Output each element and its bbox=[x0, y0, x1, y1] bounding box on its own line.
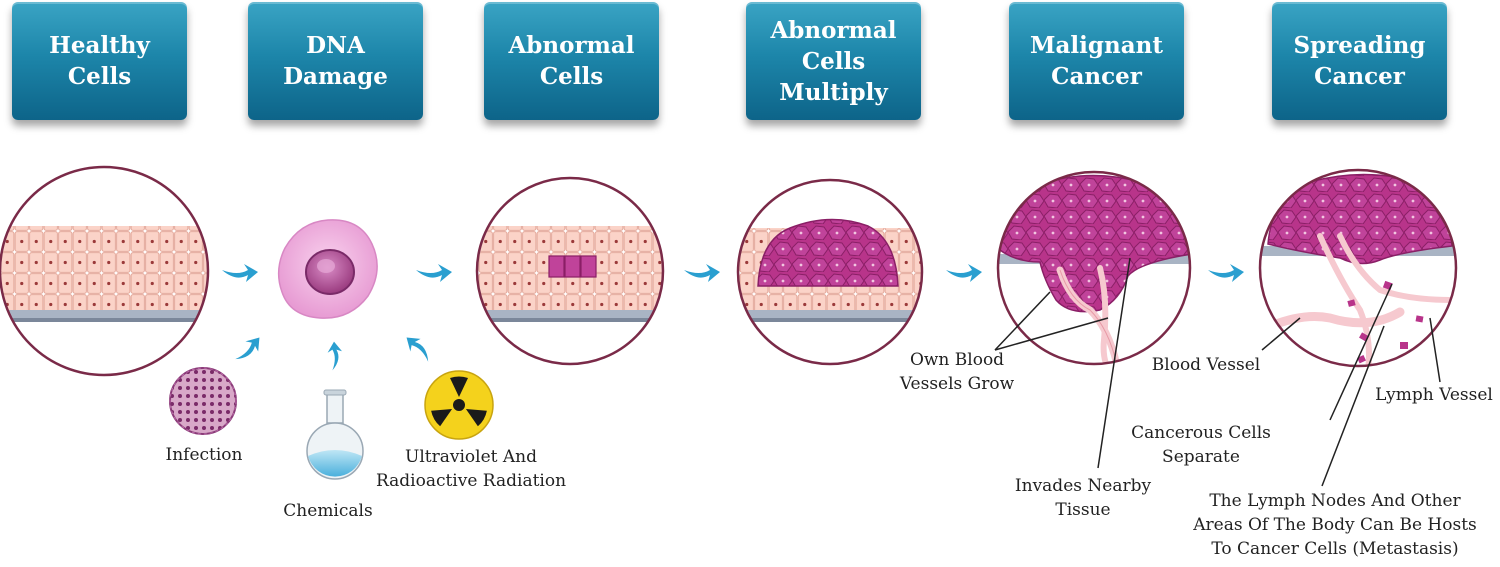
malignant-cancer-circle bbox=[996, 170, 1192, 366]
chemicals-label: Chemicals bbox=[283, 501, 373, 521]
radiation-label: Ultraviolet And Radioactive Radiation bbox=[375, 447, 567, 491]
stage-label: Abnormal Cells bbox=[508, 32, 635, 90]
stage-label: Abnormal Cells Multiply bbox=[770, 16, 897, 106]
arrow-icon bbox=[946, 264, 982, 282]
virus-icon bbox=[169, 367, 237, 435]
arrow-icon bbox=[401, 331, 436, 366]
stage-label: Healthy Cells bbox=[49, 32, 150, 90]
arrow-icon bbox=[327, 341, 342, 371]
abnormal-cells-multiply-circle bbox=[736, 178, 924, 366]
flask-icon bbox=[306, 389, 364, 480]
abnormal-cells-circle bbox=[475, 176, 665, 366]
metastasis-label: The Lymph Nodes And Other Areas Of The B… bbox=[1193, 491, 1477, 559]
pointer-lines bbox=[994, 257, 1441, 487]
arrow-icon bbox=[222, 264, 258, 282]
blood-vessel-label: Blood Vessel bbox=[1151, 355, 1261, 375]
stage-header-dna-damage: DNA Damage bbox=[248, 2, 423, 120]
stage-header-abnormal-cells: Abnormal Cells bbox=[484, 2, 659, 120]
damaged-cell-icon bbox=[277, 219, 378, 319]
infection-label: Infection bbox=[165, 445, 243, 465]
healthy-cells-circle bbox=[0, 165, 210, 377]
stage-header-spreading-cancer: Spreading Cancer bbox=[1272, 2, 1447, 120]
cells-separate-label: Cancerous Cells Separate bbox=[1131, 423, 1271, 467]
arrow-icon bbox=[1208, 264, 1244, 282]
lymph-vessel-label: Lymph Vessel bbox=[1375, 385, 1493, 405]
stage-label: Malignant Cancer bbox=[1030, 32, 1163, 90]
stage-header-malignant-cancer: Malignant Cancer bbox=[1009, 2, 1184, 120]
radiation-icon bbox=[424, 370, 494, 440]
spreading-cancer-circle bbox=[1258, 168, 1458, 368]
arrow-icon bbox=[416, 264, 452, 282]
stage-label: Spreading Cancer bbox=[1293, 32, 1426, 90]
own-blood-vessels-label: Own Blood Vessels Grow bbox=[899, 350, 1015, 394]
stage-header-abnormal-cells-multiply: Abnormal Cells Multiply bbox=[746, 2, 921, 120]
arrow-icon bbox=[231, 332, 266, 367]
invades-tissue-label: Invades Nearby Tissue bbox=[1014, 476, 1152, 520]
arrow-icon bbox=[684, 264, 720, 282]
stage-label: DNA Damage bbox=[283, 32, 388, 90]
stage-header-healthy-cells: Healthy Cells bbox=[12, 2, 187, 120]
